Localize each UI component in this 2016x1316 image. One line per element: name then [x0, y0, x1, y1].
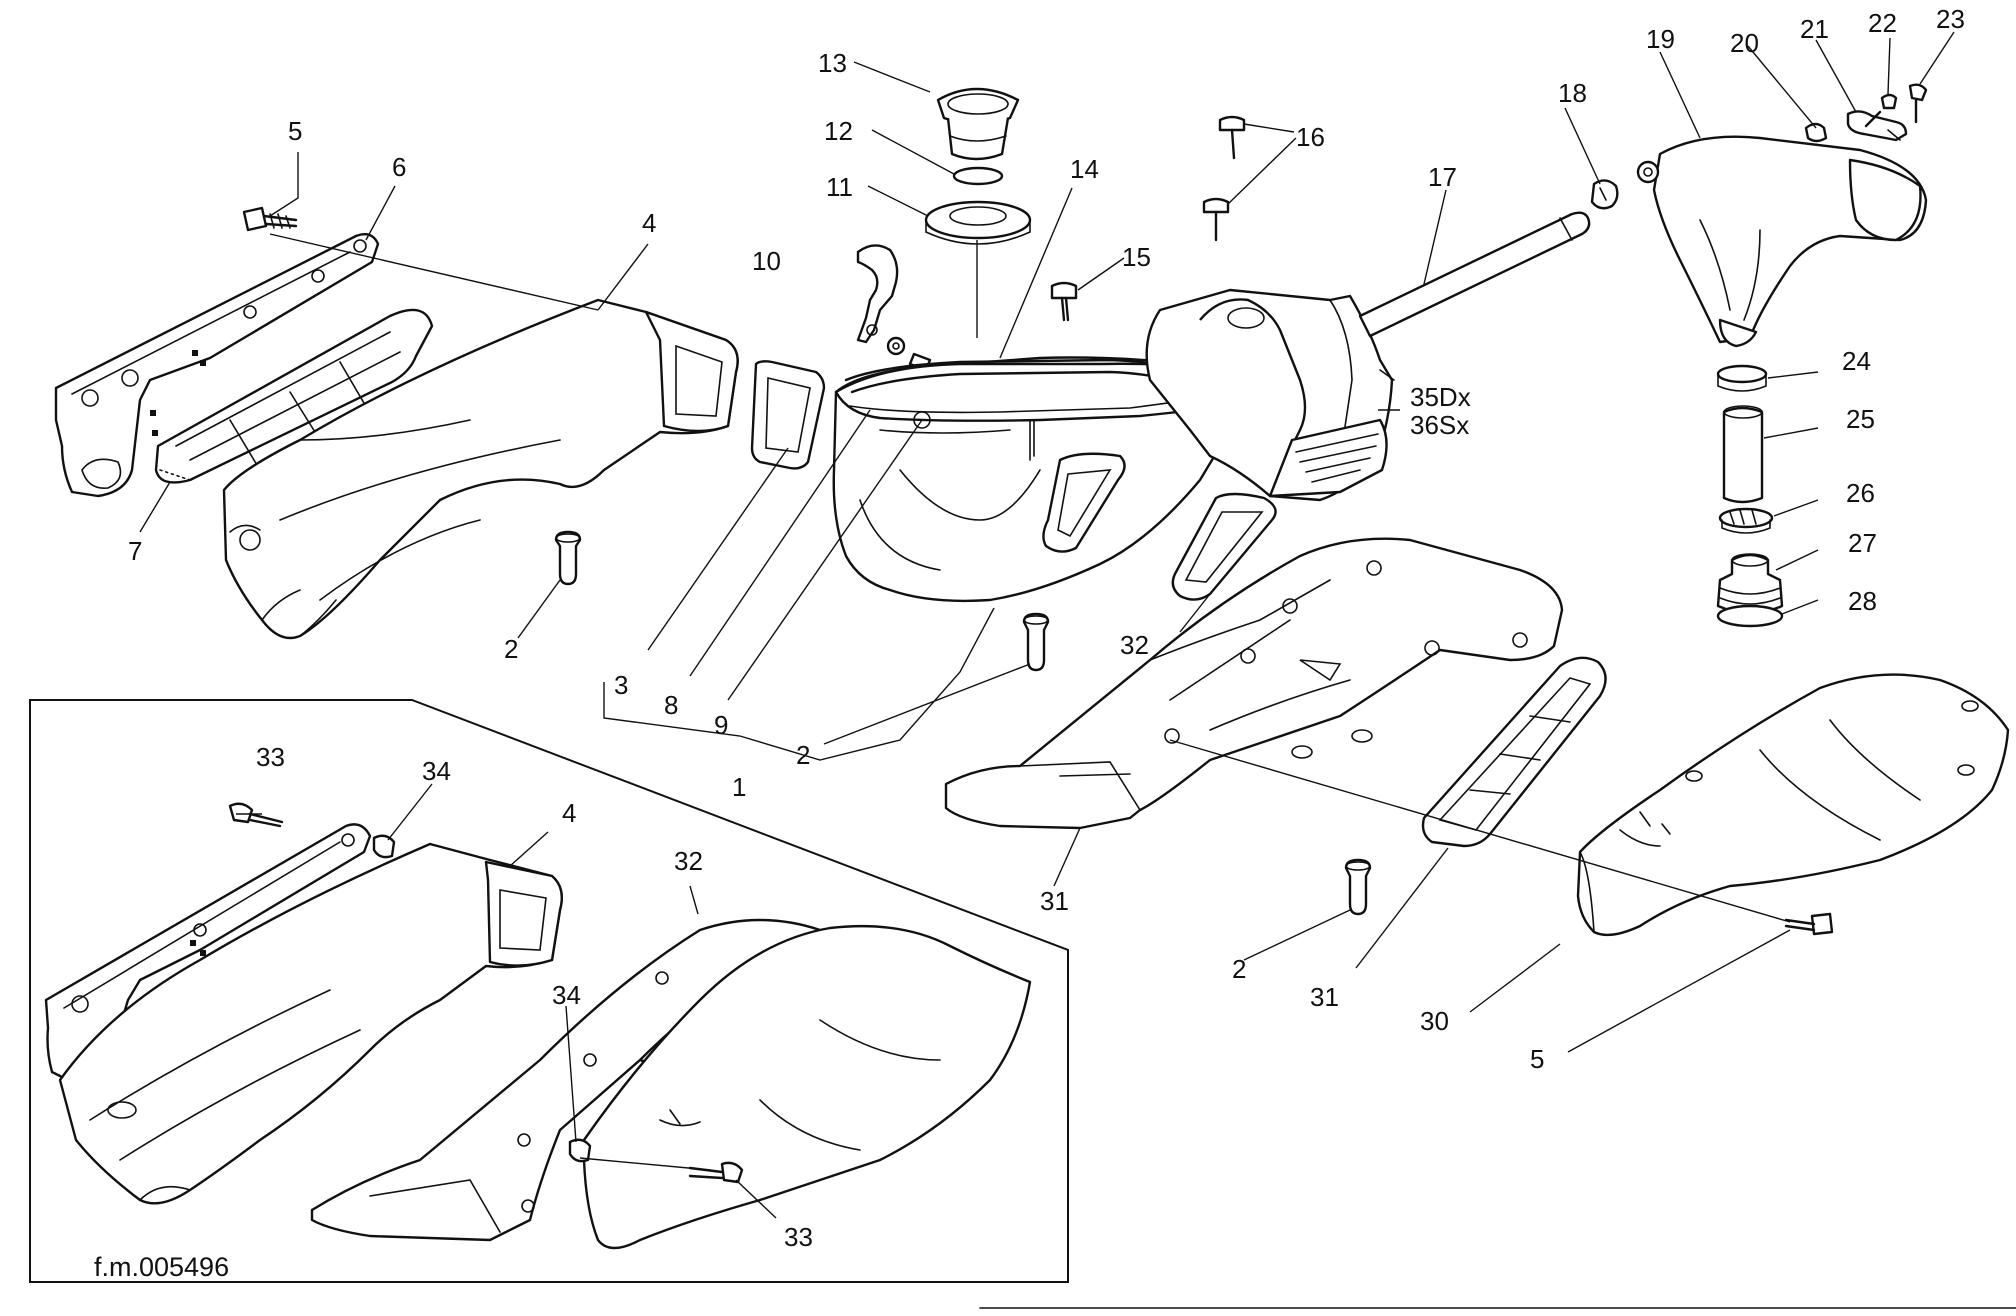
- part-25-tube: [1722, 405, 1764, 504]
- callout-28: 28: [1848, 586, 1877, 616]
- callout-25: 25: [1846, 404, 1875, 434]
- callout-13: 13: [818, 48, 847, 78]
- callout-27: 27: [1848, 528, 1877, 558]
- callout-6: 6: [392, 152, 406, 182]
- part-31-duct-right: [944, 537, 1564, 830]
- callout-34-inset-bottom: 34: [552, 980, 581, 1010]
- inset-panel: [29, 699, 1069, 1283]
- callout-labels: 5 6 4 7 2 13 12 11 10 14 15 16 17 18 19 …: [94, 4, 1965, 1282]
- callout-19: 19: [1646, 24, 1675, 54]
- part-6-bracket-left: [54, 233, 380, 498]
- part-4-air-duct-left: [222, 298, 739, 640]
- part-20-nut: [1804, 122, 1828, 143]
- part-29-cover-right: [1576, 673, 2010, 937]
- callout-34-inset-top: 34: [422, 756, 451, 786]
- callout-30: 31: [1310, 982, 1339, 1012]
- part-26-clamp: [1718, 507, 1774, 534]
- callout-29: 30: [1420, 1006, 1449, 1036]
- part-8-washer: [886, 336, 906, 356]
- callout-2: 2: [504, 634, 518, 664]
- callout-2-right: 2: [1232, 954, 1246, 984]
- part-24-clamp: [1716, 364, 1768, 392]
- callout-36sx: 36Sx: [1410, 410, 1469, 440]
- part-10-gasket: [750, 360, 826, 470]
- callout-8: 8: [664, 690, 678, 720]
- callout-32: 32: [1120, 630, 1149, 660]
- callout-26: 26: [1846, 478, 1875, 508]
- callout-3: 3: [614, 670, 628, 700]
- callout-5-right: 5: [1530, 1044, 1544, 1074]
- callout-1: 1: [732, 772, 746, 802]
- part-23-screw: [1908, 83, 1928, 124]
- callout-16: 16: [1296, 122, 1325, 152]
- callout-11: 11: [826, 172, 853, 202]
- callout-33-inset-bottom: 33: [784, 1222, 813, 1252]
- part-13-cap: [936, 87, 1020, 161]
- callout-15: 15: [1122, 242, 1151, 272]
- part-17-hose: [1358, 211, 1591, 338]
- callout-7: 7: [128, 536, 142, 566]
- part-2-grommet-right: [1344, 858, 1372, 916]
- callout-31-inset: 32: [674, 846, 703, 876]
- callout-5: 5: [288, 116, 302, 146]
- part-18-clamp: [1590, 179, 1619, 210]
- callout-24: 24: [1842, 346, 1871, 376]
- part-22-screw: [1864, 93, 1898, 128]
- inset-part-34-spacer-bottom: [568, 1138, 592, 1163]
- inset-part-33-screw-top: [228, 802, 284, 828]
- part-1-airbox: [832, 356, 1240, 603]
- part-5-screw-bottom: [1784, 912, 1834, 936]
- part-5-screw-top: [242, 206, 298, 232]
- part-11-seal-ring: [924, 200, 1032, 245]
- part-27-union: [1716, 553, 1784, 615]
- callout-21: 21: [1800, 14, 1829, 44]
- part-15-screw: [1050, 281, 1078, 322]
- callout-4: 4: [642, 208, 656, 238]
- callout-17: 17: [1428, 162, 1457, 192]
- part-3-clip: [856, 244, 899, 344]
- part-airbox-upper-right: [1145, 288, 1395, 502]
- part-19-housing: [1636, 135, 1928, 348]
- part-2-grommet-left: [554, 530, 582, 586]
- callout-12: 12: [824, 116, 853, 146]
- callout-10: 10: [752, 246, 781, 276]
- callout-35dx: 35Dx: [1410, 382, 1471, 412]
- figure-code: f.m.005496: [94, 1252, 229, 1282]
- part-2-grommet-center: [1022, 612, 1050, 672]
- inset-part-34-spacer-top: [372, 834, 396, 859]
- callout-33-inset-top: 33: [256, 742, 285, 772]
- part-12-o-ring: [952, 166, 1004, 186]
- callout-22: 22: [1868, 8, 1897, 38]
- callout-31: 31: [1040, 886, 1069, 916]
- leader-lines: [139, 31, 1955, 1219]
- callout-4-inset: 4: [562, 798, 576, 828]
- callout-9: 9: [714, 710, 728, 740]
- part-21-bracket: [1846, 110, 1908, 142]
- callout-18: 18: [1558, 78, 1587, 108]
- callout-20: 20: [1730, 28, 1759, 58]
- part-28-seal: [1716, 604, 1784, 628]
- part-7-filter-left: [154, 308, 434, 484]
- callout-14: 14: [1070, 154, 1099, 184]
- part-16-screws: [1202, 115, 1246, 242]
- callout-23: 23: [1936, 4, 1965, 34]
- part-30-filter-right: [1421, 656, 1607, 848]
- callout-2-center: 2: [796, 740, 810, 770]
- inset-part-4-air-duct: [58, 842, 563, 1205]
